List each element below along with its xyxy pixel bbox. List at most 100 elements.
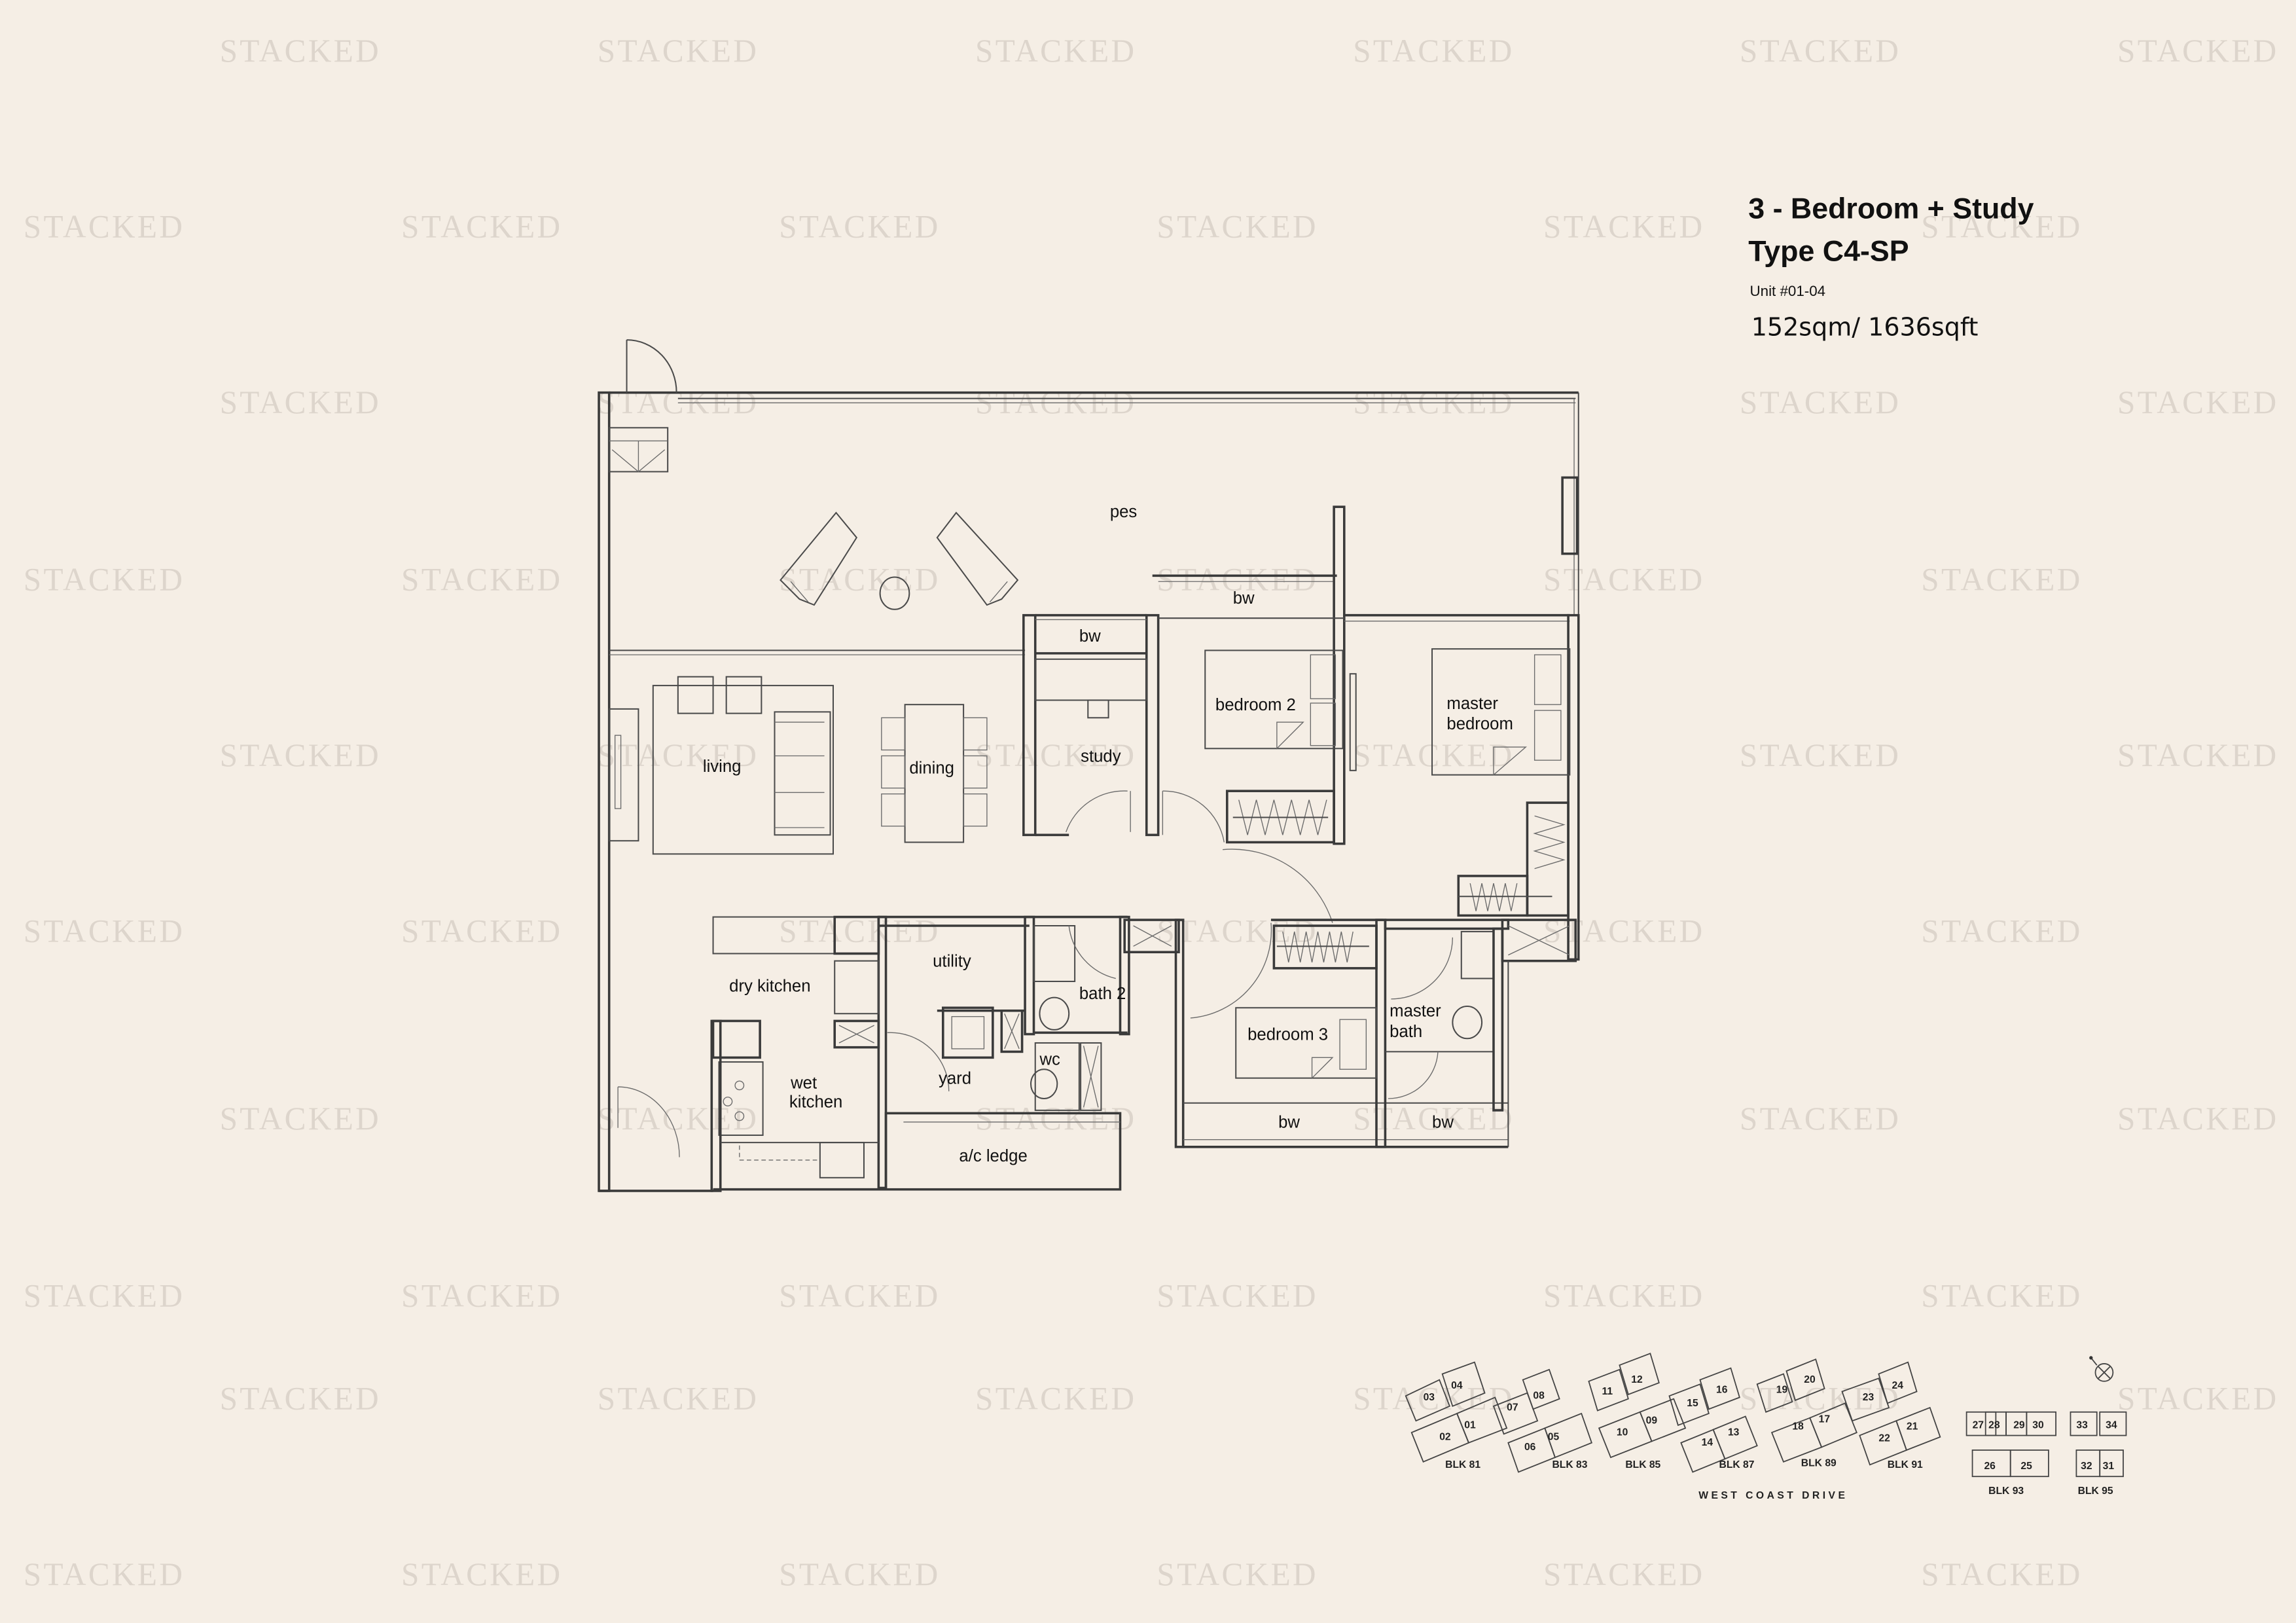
washing-machine-icon	[941, 1006, 994, 1059]
svg-text:STACKED: STACKED	[220, 1101, 381, 1137]
svg-text:STACKED: STACKED	[1157, 562, 1318, 598]
yard-door-swing	[887, 1032, 950, 1091]
pillow-icon	[1534, 654, 1562, 705]
svg-text:STACKED: STACKED	[220, 33, 381, 69]
svg-text:STACKED: STACKED	[1157, 209, 1318, 245]
floor-plan: pes bw study	[598, 339, 1580, 1192]
room-label-pes: pes	[1110, 503, 1137, 521]
svg-text:STACKED: STACKED	[779, 1278, 940, 1314]
bedroom3-door-swing	[1190, 922, 1272, 1019]
road-label: WEST COAST DRIVE	[1698, 1490, 1848, 1501]
master-bath-door-swing	[1391, 937, 1454, 1000]
svg-text:06: 06	[1524, 1442, 1536, 1453]
svg-text:STACKED: STACKED	[975, 384, 1136, 420]
svg-text:STACKED: STACKED	[1543, 209, 1704, 245]
svg-text:01: 01	[1464, 1419, 1476, 1431]
pes-furniture	[780, 511, 1019, 610]
north-arrow-icon	[2089, 1356, 2114, 1382]
svg-text:STACKED: STACKED	[598, 33, 759, 69]
svg-text:STACKED: STACKED	[1740, 1101, 1901, 1137]
svg-text:STACKED: STACKED	[220, 384, 381, 420]
svg-text:32: 32	[2081, 1461, 2092, 1472]
toilet-icon	[1030, 1068, 1058, 1100]
bedroom2-door-swing	[1223, 848, 1333, 923]
key-block-blk85: 11 12 10 09 BLK 85	[1588, 1353, 1687, 1470]
sink-icon	[819, 1142, 865, 1178]
svg-text:STACKED: STACKED	[1740, 1380, 1901, 1416]
svg-text:30: 30	[2032, 1419, 2044, 1431]
svg-text:BLK 83: BLK 83	[1552, 1459, 1587, 1470]
svg-text:STACKED: STACKED	[1157, 913, 1318, 949]
unit-header: 3 - Bedroom + Study Type C4-SP Unit #01-…	[1748, 192, 2034, 341]
svg-text:STACKED: STACKED	[401, 562, 562, 598]
room-label-study-bw: bw	[1079, 627, 1101, 646]
svg-text:13: 13	[1728, 1427, 1740, 1438]
svg-text:19: 19	[1776, 1385, 1788, 1396]
sofa-icon	[774, 711, 831, 836]
svg-text:23: 23	[1863, 1392, 1874, 1403]
svg-text:STACKED: STACKED	[779, 1556, 940, 1592]
svg-text:BLK 87: BLK 87	[1719, 1459, 1755, 1470]
svg-text:STACKED: STACKED	[1740, 737, 1901, 773]
key-block-blk93: 27 28 29 30 26 25 BLK 93	[1965, 1411, 2056, 1497]
svg-text:STACKED: STACKED	[1543, 1278, 1704, 1314]
svg-text:STACKED: STACKED	[779, 562, 940, 598]
pillow-icon	[1339, 1019, 1367, 1070]
unit-type-code: Type C4-SP	[1748, 234, 1909, 267]
corridor-door-swing	[1162, 790, 1225, 843]
svg-text:STACKED: STACKED	[2117, 1380, 2278, 1416]
bed-icon	[1204, 649, 1344, 750]
highlighted-unit-04	[1441, 1361, 1486, 1408]
svg-text:18: 18	[1792, 1421, 1804, 1432]
room-label-dry-kitchen: dry kitchen	[729, 977, 810, 996]
svg-text:STACKED: STACKED	[779, 209, 940, 245]
svg-text:26: 26	[1984, 1461, 1996, 1472]
svg-text:25: 25	[2020, 1461, 2032, 1472]
svg-text:STACKED: STACKED	[401, 913, 562, 949]
tv-console-icon	[608, 708, 639, 842]
toilet-icon	[1039, 996, 1070, 1030]
shaft-icon	[1123, 919, 1180, 954]
svg-text:STACKED: STACKED	[1740, 384, 1901, 420]
room-label-bath2: bath 2	[1079, 985, 1126, 1003]
key-block-blk95: 33 34 32 31 BLK 95	[2070, 1411, 2127, 1497]
svg-text:15: 15	[1687, 1398, 1698, 1409]
study-chair-icon	[1087, 699, 1109, 719]
key-plan: 03 04 01 02 BLK 81 07 08 06 05 BLK 83 11…	[1405, 1353, 2127, 1501]
shaft-icon	[1000, 1009, 1024, 1053]
bed-icon	[1431, 648, 1571, 776]
room-label-wc: wc	[1039, 1051, 1060, 1069]
dining-chair-icon	[963, 755, 988, 789]
svg-text:34: 34	[2106, 1419, 2117, 1431]
wardrobe-icon	[1457, 875, 1529, 917]
dining-chair-icon	[881, 793, 906, 827]
wardrobe-icon	[1272, 924, 1378, 970]
svg-text:21: 21	[1907, 1421, 1918, 1432]
svg-text:STACKED: STACKED	[1353, 384, 1514, 420]
key-block-blk87: 15 16 14 13 BLK 87	[1668, 1367, 1758, 1473]
svg-text:STACKED: STACKED	[2117, 737, 2278, 773]
room-label-utility: utility	[933, 953, 971, 971]
service-area-walls	[710, 915, 1130, 1192]
study-door-swing	[1066, 790, 1128, 833]
svg-text:17: 17	[1819, 1413, 1831, 1425]
master-bedroom-walls	[1344, 613, 1580, 961]
svg-text:03: 03	[1424, 1392, 1435, 1403]
svg-text:STACKED: STACKED	[598, 1101, 759, 1137]
svg-text:STACKED: STACKED	[1353, 1380, 1514, 1416]
svg-text:STACKED: STACKED	[24, 913, 185, 949]
svg-text:BLK 93: BLK 93	[1988, 1486, 2024, 1497]
svg-text:33: 33	[2076, 1419, 2088, 1431]
room-label-master-bath-2: bath	[1390, 1023, 1422, 1041]
svg-text:STACKED: STACKED	[2117, 1101, 2278, 1137]
svg-text:22: 22	[1878, 1433, 1890, 1444]
room-label-ac-ledge: a/c ledge	[959, 1147, 1027, 1165]
svg-text:BLK 85: BLK 85	[1625, 1459, 1660, 1470]
svg-text:STACKED: STACKED	[1921, 562, 2082, 598]
bath2-door-swing	[1068, 925, 1116, 979]
bed-icon	[1235, 1007, 1378, 1079]
svg-text:STACKED: STACKED	[598, 737, 759, 773]
room-label-bedroom2-bw: bw	[1233, 589, 1255, 608]
svg-text:24: 24	[1892, 1380, 1904, 1391]
svg-text:20: 20	[1804, 1374, 1816, 1385]
